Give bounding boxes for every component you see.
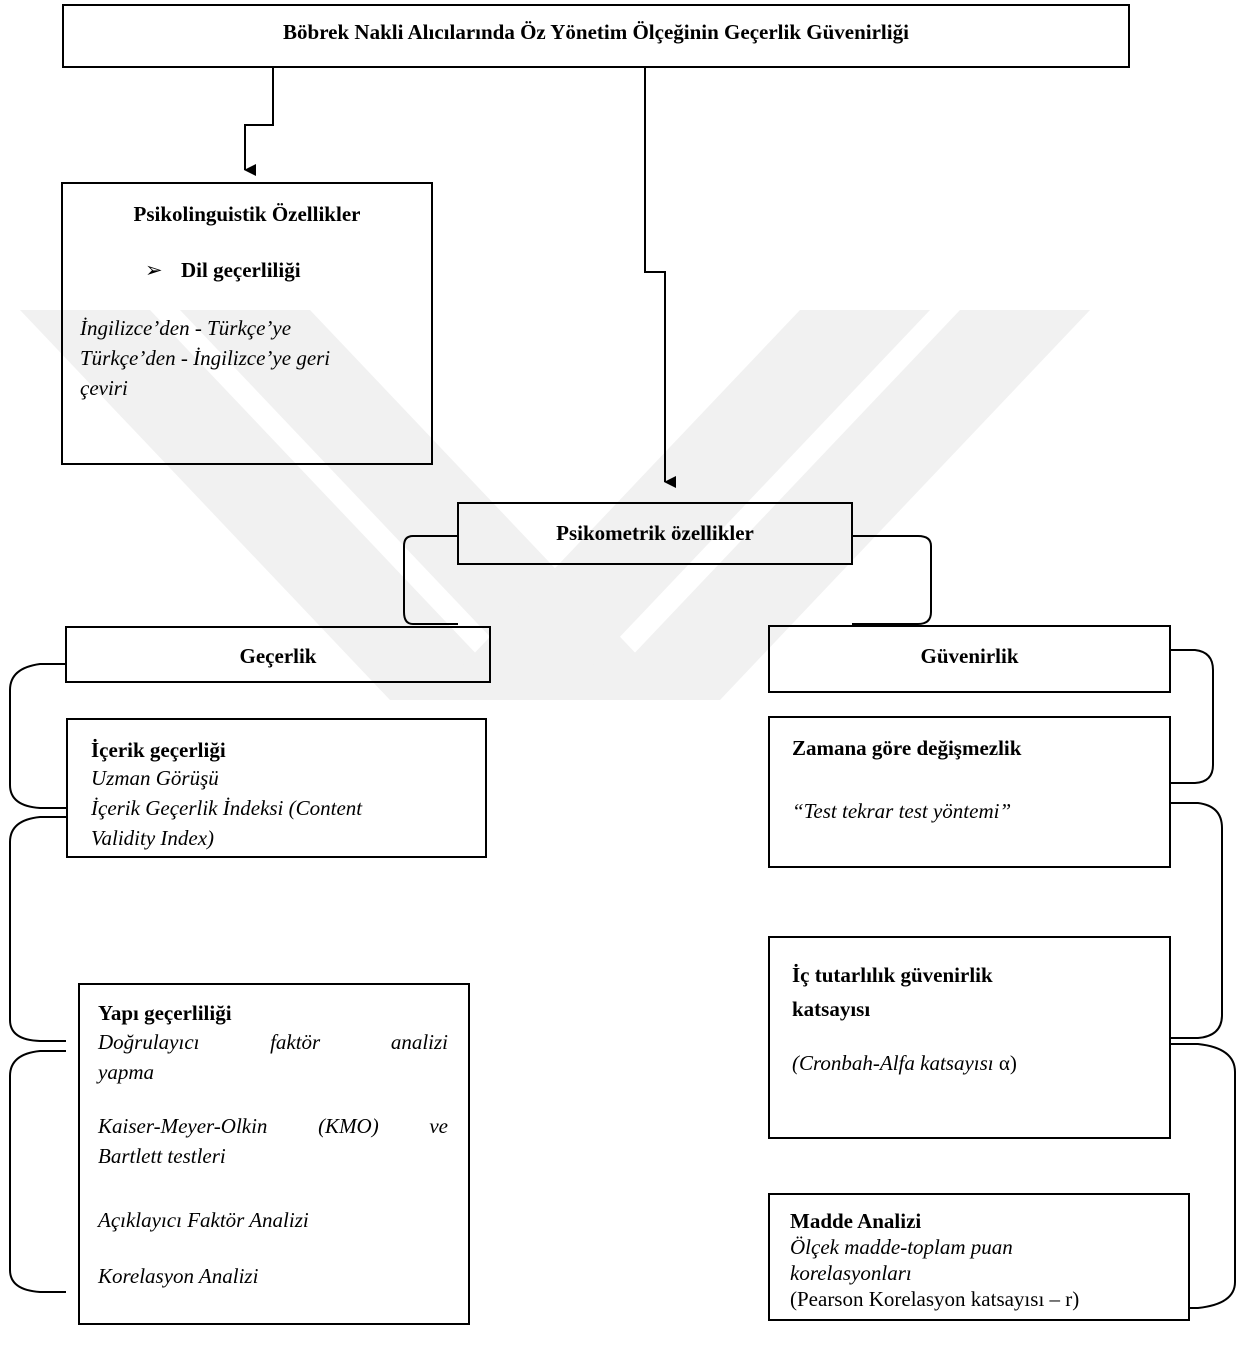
- psikometrik-box: Psikometrik özellikler: [457, 502, 853, 565]
- guvenirlik-heading: Güvenirlik: [920, 644, 1019, 668]
- brace-psikometrik-gecerlik: [403, 535, 458, 625]
- psikolinguistik-line-3: çeviri: [80, 376, 128, 400]
- yapi-heading: Yapı geçerliliği: [98, 1001, 232, 1025]
- yapi-line-5: Açıklayıcı Faktör Analizi: [98, 1208, 309, 1232]
- ic-tutarlilik-heading-1: İç tutarlılık güvenirlik: [792, 963, 993, 987]
- icerik-line-1: Uzman Görüşü: [91, 766, 219, 790]
- gecerlik-box: Geçerlik: [65, 626, 491, 683]
- ic-tutarlilik-line: (Cronbah-Alfa katsayısı α): [792, 1048, 1017, 1078]
- yapi-line-6: Korelasyon Analizi: [98, 1264, 259, 1288]
- alpha-symbol: α): [998, 1051, 1017, 1075]
- zamana-box: Zamana göre değişmezlik “Test tekrar tes…: [768, 716, 1171, 868]
- brace-ic-madde: [1170, 1043, 1236, 1309]
- arrow-to-psikolinguistik: [244, 68, 274, 176]
- madde-box: Madde Analizi Ölçek madde-toplam puan ko…: [768, 1193, 1190, 1321]
- yapi-line-1-word-2: faktör: [270, 1030, 321, 1054]
- zamana-line: “Test tekrar test yöntemi”: [792, 799, 1012, 823]
- psikolinguistik-line-2: Türkçe’den - İngilizce’ye geri: [80, 346, 331, 370]
- icerik-line-2: İçerik Geçerlik İndeksi (Content: [91, 796, 363, 820]
- brace-zamana-ic: [1170, 802, 1223, 1039]
- yapi-line-1-word-3: analizi: [390, 1030, 448, 1054]
- brace-yapi-bottom: [9, 1050, 66, 1293]
- zamana-heading: Zamana göre değişmezlik: [792, 736, 1022, 760]
- arrow-to-psikometrik: [644, 68, 676, 488]
- brace-gecerlik-icerik: [9, 663, 66, 809]
- bullet-arrow-icon: ➢: [145, 258, 163, 282]
- cronbach-text: (Cronbah-Alfa katsayısı: [792, 1051, 999, 1075]
- psikometrik-heading: Psikometrik özellikler: [556, 521, 754, 545]
- madde-line-2: korelasyonları: [790, 1261, 912, 1285]
- madde-line-1: Ölçek madde-toplam puan: [790, 1235, 1013, 1259]
- icerik-box: İçerik geçerliği Uzman Görüşü İçerik Geç…: [66, 718, 487, 858]
- madde-line-3: (Pearson Korelasyon katsayısı – r): [790, 1287, 1080, 1311]
- brace-psikometrik-guvenirlik: [852, 535, 932, 625]
- dil-gecerliligi-label: Dil geçerliliği: [181, 258, 301, 282]
- gecerlik-heading: Geçerlik: [239, 644, 317, 668]
- yapi-line-1-word-1: Doğrulayıcı: [98, 1030, 200, 1054]
- yapi-line-2: yapma: [98, 1060, 154, 1084]
- yapi-line-1: Doğrulayıcı faktör analizi: [98, 1027, 448, 1057]
- brace-guvenirlik-zamana: [1170, 649, 1214, 784]
- title-box: Böbrek Nakli Alıcılarında Öz Yönetim Ölç…: [62, 4, 1130, 68]
- yapi-box: Yapı geçerliliği Doğrulayıcı faktör anal…: [78, 983, 470, 1325]
- yapi-line-3-word-2: (KMO): [318, 1114, 379, 1138]
- psikolinguistik-box: Psikolinguistik Özellikler ➢ Dil geçerli…: [61, 182, 433, 465]
- icerik-heading: İçerik geçerliği: [91, 738, 226, 762]
- ic-tutarlilik-heading-2: katsayısı: [792, 997, 871, 1021]
- madde-heading: Madde Analizi: [790, 1209, 922, 1233]
- yapi-line-3-word-3: ve: [429, 1114, 448, 1138]
- ic-tutarlilik-box: İç tutarlılık güvenirlik katsayısı (Cron…: [768, 936, 1171, 1139]
- psikolinguistik-heading: Psikolinguistik Özellikler: [133, 202, 361, 226]
- psikolinguistik-line-1: İngilizce’den - Türkçe’ye: [80, 316, 292, 340]
- yapi-line-3-word-1: Kaiser-Meyer-Olkin: [98, 1114, 268, 1138]
- icerik-line-3: Validity Index): [91, 826, 215, 850]
- brace-icerik-yapi: [9, 816, 66, 1042]
- yapi-line-3: Kaiser-Meyer-Olkin (KMO) ve: [98, 1111, 448, 1141]
- diagram-title: Böbrek Nakli Alıcılarında Öz Yönetim Ölç…: [283, 20, 909, 44]
- guvenirlik-box: Güvenirlik: [768, 625, 1171, 693]
- yapi-line-4: Bartlett testleri: [98, 1144, 226, 1168]
